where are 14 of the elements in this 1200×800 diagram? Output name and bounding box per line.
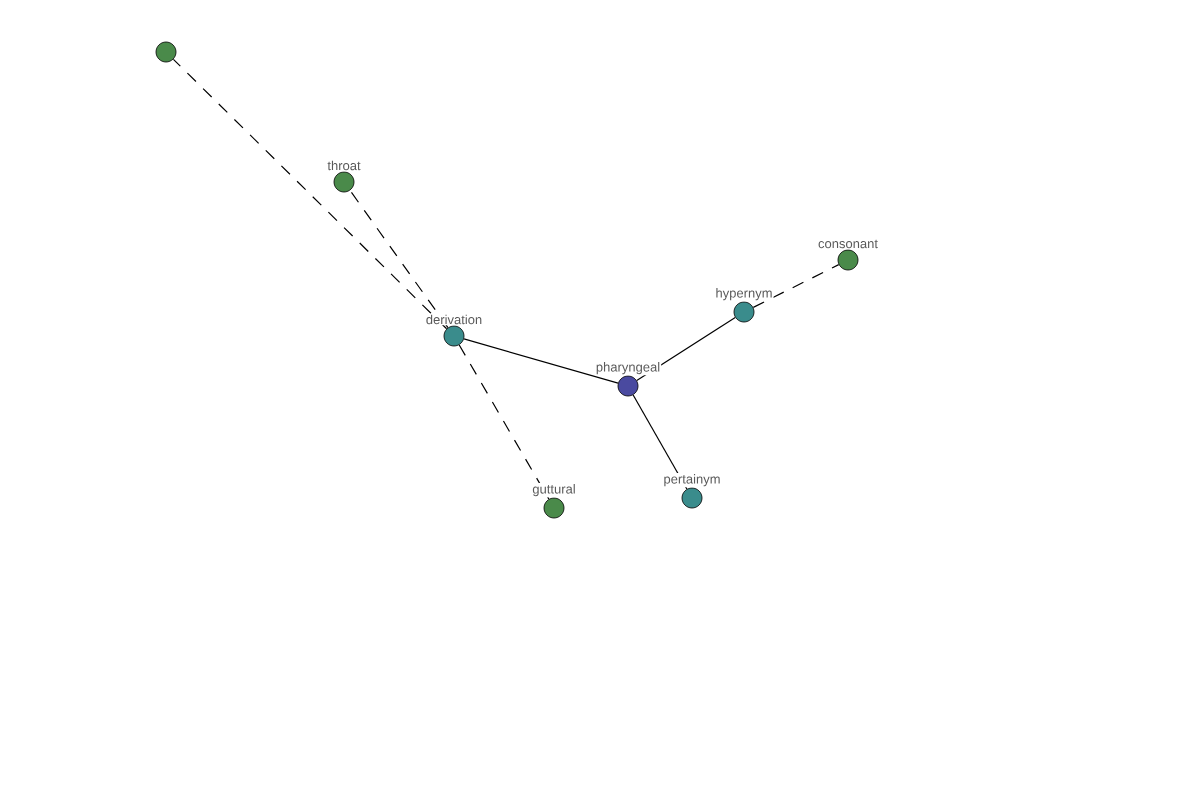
- graph-node: [326, 159, 362, 193]
- graph-node: [155, 41, 177, 63]
- graph-node: [662, 473, 722, 509]
- edge-line: [172, 58, 448, 330]
- edge-line: [463, 338, 619, 384]
- edge-line: [349, 189, 449, 329]
- graph-node: [424, 313, 484, 347]
- edge-line: [458, 344, 550, 500]
- edge-line: [636, 317, 736, 382]
- graph-node: [714, 287, 774, 323]
- graph-node: [817, 238, 879, 271]
- graph-node: [531, 483, 577, 519]
- edge-line: [752, 264, 840, 308]
- graph-node: [594, 361, 662, 397]
